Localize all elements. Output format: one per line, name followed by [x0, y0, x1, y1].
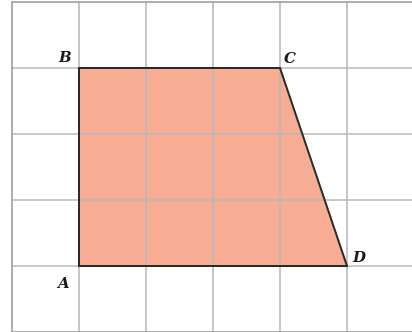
vertex-label-a: A	[56, 274, 70, 292]
vertex-label-c: C	[284, 49, 296, 67]
vertex-label-d: D	[352, 248, 366, 266]
edge-cd	[279, 67, 348, 267]
trapezoid-edges	[78, 67, 348, 267]
vertex-label-b: B	[58, 48, 72, 66]
grid-border	[11, 1, 412, 332]
